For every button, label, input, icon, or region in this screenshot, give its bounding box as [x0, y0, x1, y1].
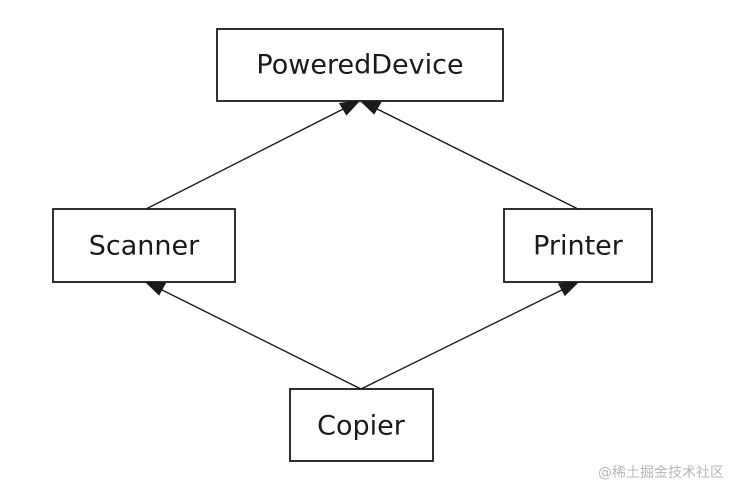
- node-label-copier: Copier: [317, 411, 406, 442]
- node-label-scanner: Scanner: [89, 231, 200, 262]
- edge-line: [145, 100, 360, 210]
- edge-printer-to-powered-device: [359, 100, 579, 210]
- node-label-powered-device: PoweredDevice: [256, 50, 463, 81]
- node-box: [503, 208, 653, 283]
- node-box: [216, 28, 504, 102]
- node-printer: Printer: [503, 208, 653, 283]
- edge-copier-to-printer: [360, 281, 580, 390]
- arrowhead-icon: [359, 100, 382, 115]
- edges: [144, 100, 580, 390]
- node-box: [52, 208, 236, 283]
- edge-copier-to-scanner: [144, 281, 362, 390]
- node-label-printer: Printer: [533, 231, 624, 262]
- watermark: @稀土掘金技术社区: [598, 465, 724, 481]
- node-copier: Copier: [289, 388, 434, 462]
- node-box: [289, 388, 434, 462]
- edge-line: [145, 281, 362, 390]
- arrowhead-icon: [338, 100, 361, 116]
- arrowhead-icon: [557, 281, 580, 297]
- arrowhead-icon: [144, 281, 167, 296]
- node-powered-device: PoweredDevice: [216, 28, 504, 102]
- edge-line: [360, 100, 579, 210]
- edge-line: [360, 281, 579, 390]
- edge-scanner-to-powered-device: [145, 100, 361, 210]
- node-scanner: Scanner: [52, 208, 236, 283]
